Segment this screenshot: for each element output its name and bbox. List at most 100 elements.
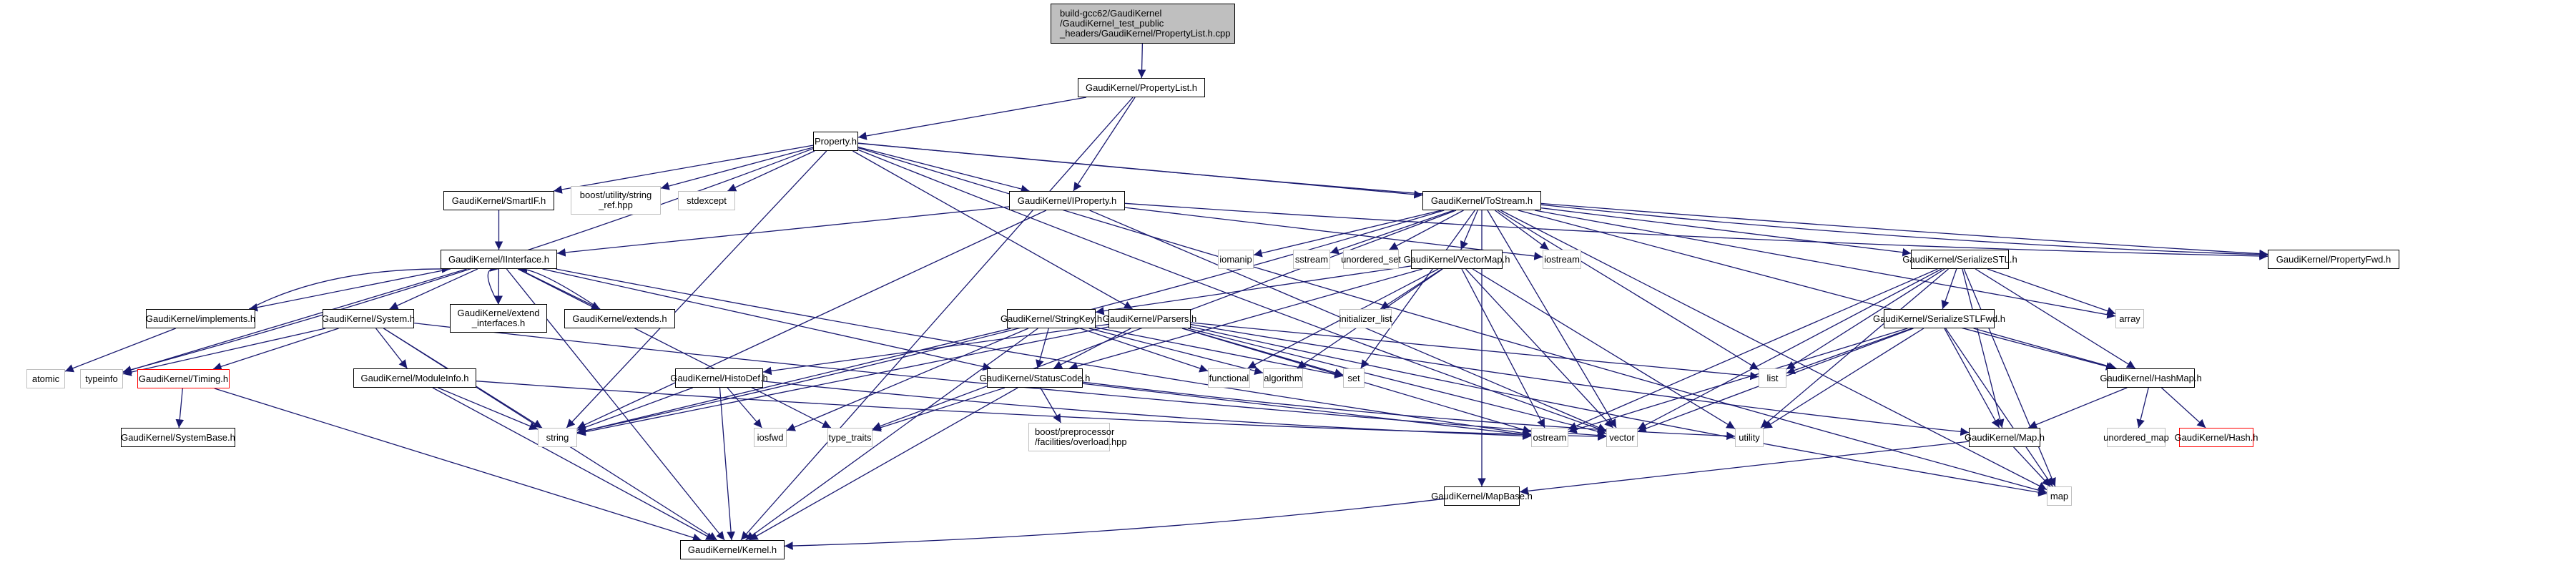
edge-status-code-to-overload bbox=[1040, 387, 1061, 424]
edge-histo-def-to-ostream bbox=[762, 381, 1532, 441]
node-extends[interactable]: GaudiKernel/extends.h bbox=[564, 309, 675, 328]
node-sstream: sstream bbox=[1293, 250, 1330, 269]
edge-to-stream-to-string bbox=[576, 210, 1445, 435]
node-label: map bbox=[2050, 490, 2069, 501]
edge-to-stream-to-hash-map bbox=[1518, 210, 2115, 371]
node-iinterface[interactable]: GaudiKernel/IInterface.h bbox=[441, 250, 557, 269]
node-root[interactable]: build-gcc62/GaudiKernel /GaudiKernel_tes… bbox=[1051, 4, 1235, 44]
node-histo-def[interactable]: GaudiKernel/HistoDef.h bbox=[670, 368, 768, 388]
edge-serialize-stlfwd-to-utility bbox=[1763, 328, 1924, 429]
node-label: initializer_list bbox=[1339, 313, 1392, 324]
node-atomic: atomic bbox=[26, 369, 65, 388]
node-label: GaudiKernel/SerializeSTLFwd.h bbox=[1873, 313, 2005, 324]
node-set: set bbox=[1343, 368, 1365, 388]
node-label: boost/preprocessor /facilities/overload.… bbox=[1035, 426, 1127, 447]
node-ostream: ostream bbox=[1531, 428, 1568, 447]
node-typeinfo: typeinfo bbox=[80, 369, 123, 388]
node-label: GaudiKernel/IProperty.h bbox=[1017, 195, 1117, 206]
edge-string-key-to-iosfwd bbox=[786, 328, 1029, 431]
node-label: GaudiKernel/Hash.h bbox=[2174, 431, 2258, 443]
node-module-info[interactable]: GaudiKernel/ModuleInfo.h bbox=[353, 368, 476, 388]
node-hash-map[interactable]: GaudiKernel/HashMap.h bbox=[2100, 368, 2202, 388]
edge-status-code-to-kernel bbox=[749, 387, 1018, 541]
edge-to-stream-to-array bbox=[1534, 210, 2116, 319]
edge-map-to-map-base bbox=[1519, 441, 1970, 496]
node-label: atomic bbox=[31, 373, 60, 384]
node-label: string bbox=[546, 431, 569, 443]
node-label: set bbox=[1347, 372, 1360, 383]
node-label: GaudiKernel/VectorMap.h bbox=[1403, 253, 1510, 265]
node-system[interactable]: GaudiKernel/System.h bbox=[322, 309, 415, 328]
node-serialize-stl[interactable]: GaudiKernel/SerializeSTL.h bbox=[1902, 250, 2017, 269]
node-label: GaudiKernel/StringKey.h bbox=[1000, 313, 1103, 324]
node-label: GaudiKernel/ModuleInfo.h bbox=[360, 372, 469, 383]
edge-map-base-to-kernel bbox=[784, 498, 1445, 550]
node-label: GaudiKernel/ToStream.h bbox=[1430, 195, 1533, 206]
edge-root-to-property-list bbox=[1137, 43, 1146, 79]
edge-iinterface-to-typeinfo bbox=[122, 268, 467, 374]
node-kernel[interactable]: GaudiKernel/Kernel.h bbox=[680, 540, 785, 559]
node-implements[interactable]: GaudiKernel/implements.h bbox=[146, 309, 255, 328]
edge-iinterface-to-system bbox=[389, 268, 478, 310]
edge-vector-map-to-initializer-list bbox=[1380, 268, 1442, 310]
node-label: Property.h bbox=[815, 135, 857, 147]
node-label: GaudiKernel/implements.h bbox=[145, 313, 256, 324]
edge-status-code-to-ostream bbox=[1082, 383, 1532, 439]
edge-serialize-stl-to-map bbox=[1963, 268, 2056, 487]
edge-property-to-iproperty bbox=[857, 146, 1030, 193]
node-property-list[interactable]: GaudiKernel/PropertyList.h bbox=[1078, 78, 1205, 97]
node-iproperty[interactable]: GaudiKernel/IProperty.h bbox=[1009, 191, 1125, 210]
edge-property-list-to-kernel bbox=[740, 97, 1134, 541]
node-property-fwd[interactable]: GaudiKernel/PropertyFwd.h bbox=[2268, 250, 2399, 269]
edge-vector-map-to-ostream bbox=[1461, 268, 1545, 429]
node-extend-interfaces[interactable]: GaudiKernel/extend _interfaces.h bbox=[450, 304, 547, 333]
node-unordered-set: unordered_set bbox=[1341, 250, 1401, 269]
edge-property-to-vector bbox=[857, 149, 1607, 433]
edge-to-stream-to-iostream bbox=[1495, 210, 1549, 250]
edge-serialize-stl-to-map bbox=[1962, 268, 2005, 429]
node-type-traits: type_traits bbox=[827, 428, 872, 447]
node-iomanip: iomanip bbox=[1218, 250, 1254, 269]
node-label: functional bbox=[1209, 372, 1249, 383]
edge-vector-map-to-status-code bbox=[1068, 268, 1423, 371]
node-label: ostream bbox=[1533, 431, 1567, 443]
node-property[interactable]: Property.h bbox=[813, 132, 858, 151]
node-status-code[interactable]: GaudiKernel/StatusCode.h bbox=[980, 368, 1090, 388]
node-timing[interactable]: GaudiKernel/Timing.h bbox=[137, 369, 230, 388]
edge-serialize-stlfwd-to-hash-map bbox=[1973, 328, 2117, 371]
node-label: GaudiKernel/Parsers.h bbox=[1102, 313, 1197, 324]
edge-string-key-to-kernel bbox=[745, 328, 1038, 541]
edge-hash-map-to-unordered-map bbox=[2136, 387, 2149, 429]
edge-timing-to-system-base bbox=[175, 388, 185, 429]
node-map[interactable]: GaudiKernel/Map.h bbox=[1965, 428, 2045, 447]
node-parsers[interactable]: GaudiKernel/Parsers.h bbox=[1103, 309, 1196, 328]
edge-serialize-stl-to-hash-map bbox=[1975, 268, 2136, 369]
node-map-base[interactable]: GaudiKernel/MapBase.h bbox=[1431, 486, 1533, 506]
edge-implements-to-atomic bbox=[64, 328, 176, 373]
node-smart-if[interactable]: GaudiKernel/SmartIF.h bbox=[443, 191, 554, 210]
edge-status-code-to-type-traits bbox=[872, 387, 1006, 432]
node-label: unordered_map bbox=[2103, 431, 2169, 443]
node-list: list bbox=[1759, 368, 1786, 388]
node-serialize-stlfwd[interactable]: GaudiKernel/SerializeSTLFwd.h bbox=[1873, 309, 2005, 328]
node-vector-map[interactable]: GaudiKernel/VectorMap.h bbox=[1404, 250, 1510, 269]
edge-iinterface-to-type-traits bbox=[517, 268, 832, 429]
node-unordered-map: unordered_map bbox=[2103, 428, 2169, 447]
edge-to-stream-to-property-fwd bbox=[1540, 204, 2268, 259]
node-string-key[interactable]: GaudiKernel/StringKey.h bbox=[1001, 309, 1102, 328]
node-label: GaudiKernel/Map.h bbox=[1965, 431, 2045, 443]
edge-serialize-stlfwd-to-list bbox=[1786, 328, 1912, 375]
node-to-stream[interactable]: GaudiKernel/ToStream.h bbox=[1422, 191, 1541, 210]
node-vector: vector bbox=[1606, 428, 1638, 447]
edge-timing-to-kernel bbox=[214, 388, 702, 542]
node-label: GaudiKernel/Kernel.h bbox=[687, 544, 777, 555]
edge-property-to-stdexcept bbox=[727, 150, 815, 192]
node-utility: utility bbox=[1735, 428, 1764, 447]
node-hash[interactable]: GaudiKernel/Hash.h bbox=[2174, 428, 2258, 447]
edge-to-stream-to-list bbox=[1497, 210, 1759, 371]
node-label: GaudiKernel/PropertyFwd.h bbox=[2276, 253, 2391, 265]
node-label: iomanip bbox=[1219, 253, 1252, 265]
node-label: GaudiKernel/IInterface.h bbox=[448, 253, 549, 265]
node-label: GaudiKernel/extends.h bbox=[572, 313, 667, 324]
node-system-base[interactable]: GaudiKernel/SystemBase.h bbox=[121, 428, 235, 447]
